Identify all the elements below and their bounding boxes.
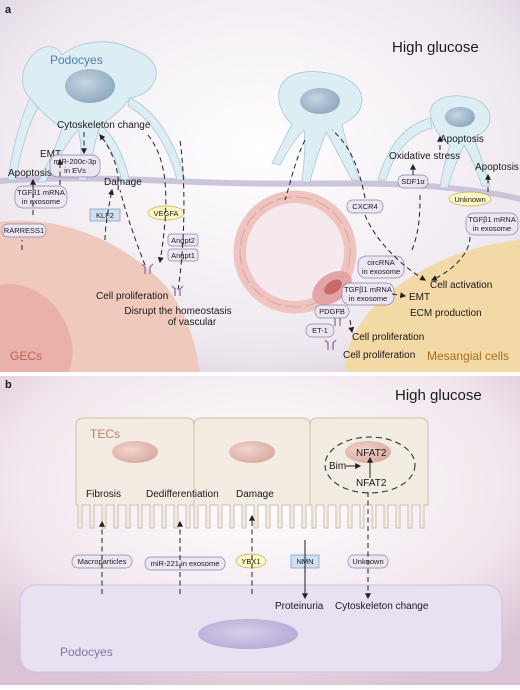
label-unknown-a: Unknown bbox=[454, 195, 485, 204]
label-angpt1: Angpt1 bbox=[171, 251, 195, 260]
label-nfat2-top: NFAT2 bbox=[356, 448, 387, 459]
label-podocytes-a: Podocyes bbox=[50, 53, 103, 67]
label-ecm-production: ECM production bbox=[410, 308, 482, 319]
podocyte-bottom-nucleus bbox=[198, 619, 298, 649]
label-podocytes-b: Podocyes bbox=[60, 645, 113, 659]
panel-divider bbox=[0, 372, 520, 376]
podocyte-left-foot-3 bbox=[7, 97, 39, 181]
pill-ybx1 bbox=[235, 553, 267, 569]
pill-tgfb-left bbox=[14, 185, 68, 209]
panel-a-condition: High glucose bbox=[392, 39, 479, 56]
label-cytoskeleton-change-b: Cytoskeleton change bbox=[335, 601, 429, 612]
pill-mir221 bbox=[144, 556, 226, 571]
label-damage-b: Damage bbox=[236, 489, 274, 500]
label-cell-activation: Cell activation bbox=[430, 280, 492, 291]
label-angpt2: Angpt2 bbox=[171, 236, 195, 245]
label-dedifferentiation: Dedifferentiation bbox=[146, 489, 219, 500]
label-tgfb-right-line2: in exosome bbox=[473, 224, 511, 233]
label-cell-proliferation-bottom: Cell proliferation bbox=[343, 350, 415, 361]
tec-nucleus-1 bbox=[112, 441, 158, 463]
label-gecs: GECs bbox=[10, 349, 42, 363]
gec-cell-inner bbox=[0, 284, 73, 372]
label-apoptosis-left: Apoptosis bbox=[8, 168, 52, 179]
label-disrupt-line2: of vascular bbox=[168, 317, 217, 328]
pill-rarress1 bbox=[1, 223, 47, 238]
podocyte-left bbox=[22, 41, 157, 183]
podocyte-left-nucleus bbox=[65, 69, 115, 103]
label-mir200c-line2: in EVs bbox=[64, 166, 86, 175]
tec-nucleus-3 bbox=[345, 441, 391, 463]
label-emt-left: EMT bbox=[40, 149, 61, 160]
panel-a-letter: a bbox=[5, 4, 12, 16]
tec-cells bbox=[75, 417, 429, 529]
podocyte-right-arm bbox=[377, 117, 433, 181]
label-nfat2-bottom: NFAT2 bbox=[356, 478, 387, 489]
receptor-icon bbox=[141, 263, 344, 350]
box-klf2 bbox=[89, 208, 121, 222]
pill-pdgfb bbox=[314, 304, 350, 319]
podocyte-right-nucleus bbox=[445, 107, 475, 127]
label-tgfb-mid-line2: in exosome bbox=[349, 294, 387, 303]
label-cell-proliferation-mid: Cell proliferation bbox=[352, 332, 424, 343]
label-mir200c-line1: miR-200c-3p bbox=[54, 157, 97, 166]
label-tgfb-mid-line1: TGFβ1 mRNA bbox=[344, 285, 392, 294]
label-vegfa: VEGFA bbox=[153, 209, 178, 218]
nfat2-dashed-circle bbox=[324, 436, 416, 494]
pill-unknown-a bbox=[448, 191, 492, 207]
panel-a-arrows bbox=[21, 129, 491, 334]
label-disrupt-line1: Disrupt the homeostasis bbox=[124, 306, 231, 317]
label-oxidative-stress: Oxidative stress bbox=[389, 151, 460, 162]
label-ybx1: YBX1 bbox=[241, 557, 260, 566]
podocyte-left-foot-1 bbox=[97, 124, 131, 183]
label-tgfb-left-line1: TGFβ1 mRNA bbox=[17, 188, 65, 197]
pill-tgfb-right bbox=[465, 212, 519, 236]
label-rarress1: RARRESS1 bbox=[4, 226, 44, 235]
pill-circrna bbox=[357, 255, 405, 279]
label-et1: ET-1 bbox=[312, 326, 328, 335]
label-circrna-line1: circRNA bbox=[367, 258, 395, 267]
pill-angpt1 bbox=[167, 248, 199, 262]
label-klf2: KLF2 bbox=[96, 211, 114, 220]
label-apoptosis-right-top: Apoptosis bbox=[440, 134, 484, 145]
label-tgfb-left-line2: in exosome bbox=[22, 197, 60, 206]
label-mir221: miR-221 in exosome bbox=[151, 559, 220, 568]
label-tecs: TECs bbox=[90, 427, 120, 441]
label-mesangial-cells: Mesangial cells bbox=[427, 349, 509, 363]
panel-b-letter: b bbox=[5, 379, 12, 391]
panel-b-condition: High glucose bbox=[395, 387, 482, 404]
pill-et1 bbox=[305, 323, 335, 338]
label-damage: Damage bbox=[104, 177, 142, 188]
pill-cxcr4 bbox=[346, 199, 384, 214]
label-circrna-line2: in exosome bbox=[362, 267, 400, 276]
label-fibrosis: Fibrosis bbox=[86, 489, 121, 500]
capillary-ring bbox=[233, 190, 357, 314]
podocyte-middle-nucleus bbox=[300, 88, 340, 114]
label-macroparticles: Macroparticles bbox=[78, 557, 127, 566]
mesangial-cell bbox=[345, 240, 520, 372]
label-emt-mid: EMT bbox=[409, 292, 430, 303]
label-tgfb-right-line1: TGFβ1 mRNA bbox=[468, 215, 516, 224]
label-apoptosis-right: Apoptosis bbox=[475, 162, 519, 173]
label-bim: Bim bbox=[329, 461, 346, 472]
label-pdgfb: PDGFB bbox=[319, 307, 345, 316]
panel-b-arrows bbox=[99, 456, 373, 600]
podocyte-left-foot-2 bbox=[127, 97, 186, 181]
tec-nucleus-2 bbox=[229, 441, 275, 463]
podocyte-right bbox=[429, 95, 491, 189]
mesangial-nucleus bbox=[324, 279, 342, 295]
label-sdf1a: SDF1α bbox=[401, 177, 425, 186]
label-proteinuria: Proteinuria bbox=[275, 601, 324, 612]
label-cytoskeleton-change: Cytoskeleton change bbox=[57, 120, 151, 131]
label-cell-proliferation-left: Cell proliferation bbox=[96, 291, 168, 302]
label-cxcr4: CXCR4 bbox=[352, 202, 377, 211]
